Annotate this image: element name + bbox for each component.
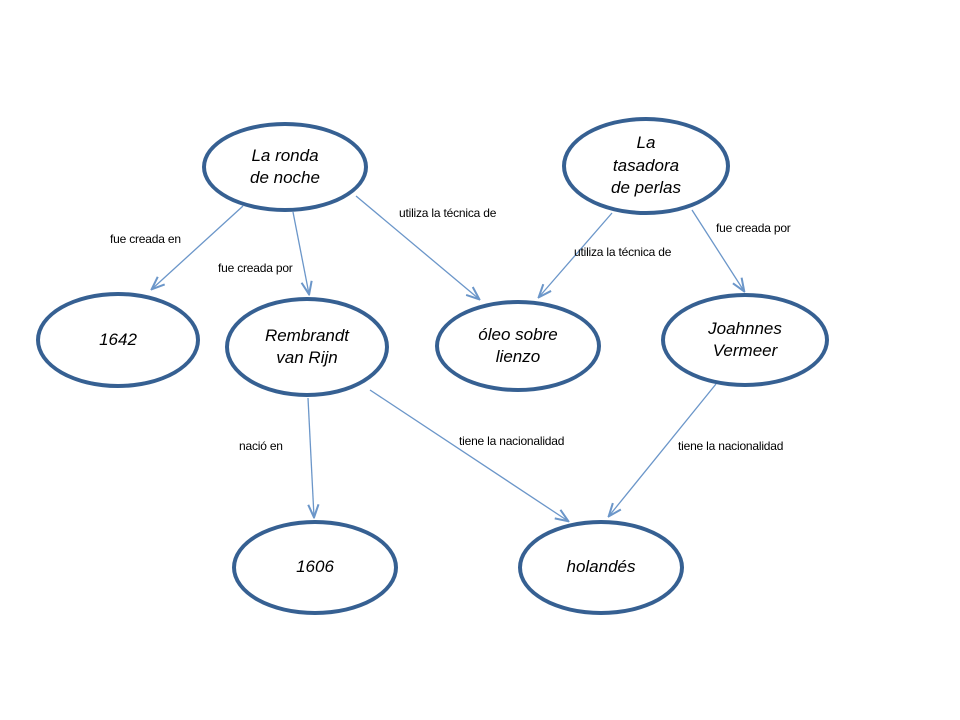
node-1606: 1606: [232, 520, 398, 615]
node-label-line: tasadora: [612, 155, 680, 175]
node-label-line: Rembrandt: [264, 325, 350, 345]
node-label-line: 1606: [296, 557, 334, 577]
node-oleo-sobre-lienzo: óleo sobre lienzo: [435, 300, 601, 392]
edge-ronda-to-1642: [152, 205, 244, 289]
edge-label-nacionalidad-vermeer: tiene la nacionalidad: [678, 439, 784, 453]
node-label-line: Joahnnes: [708, 318, 782, 338]
edge-label-nacio-en: nació en: [239, 439, 283, 453]
node-label-line: de perlas: [611, 178, 681, 198]
node-rembrandt-van-rijn: Rembrandt van Rijn: [225, 297, 389, 397]
edge-rembrandt-to-1606: [308, 397, 314, 517]
node-label-line: La: [636, 133, 656, 153]
node-la-tasadora-de-perlas: La tasadora de perlas: [562, 117, 730, 215]
node-joahnnes-vermeer: Joahnnes Vermeer: [661, 293, 829, 387]
edge-label-fue-creada-por-rembrandt: fue creada por: [218, 261, 293, 275]
node-label-line: 1642: [99, 329, 137, 349]
edge-label-nacionalidad-rembrandt: tiene la nacionalidad: [459, 434, 565, 448]
node-label-line: van Rijn: [276, 348, 338, 367]
node-label-line: La ronda: [251, 145, 319, 165]
edge-rembrandt-to-holandes: [369, 389, 568, 521]
node-1642: 1642: [36, 292, 200, 388]
node-label-line: Vermeer: [712, 341, 778, 360]
node-label-line: de noche: [250, 168, 320, 187]
edge-label-fue-creada-en: fue creada en: [110, 232, 181, 246]
node-label-line: lienzo: [495, 347, 541, 366]
edge-label-utiliza-tecnica-tasadora: utiliza la técnica de: [574, 245, 672, 259]
edge-tasadora-to-vermeer: [691, 209, 744, 291]
node-la-ronda-de-noche: La ronda de noche: [202, 122, 368, 212]
edge-label-fue-creada-por-vermeer: fue creada por: [716, 221, 791, 235]
edge-vermeer-to-holandes: [609, 383, 717, 516]
edge-label-utiliza-tecnica-ronda: utiliza la técnica de: [399, 206, 497, 220]
node-holandes: holandés: [518, 520, 684, 615]
node-label-line: óleo sobre: [478, 324, 558, 344]
edge-tasadora-to-oleo: [539, 212, 613, 297]
edge-ronda-to-oleo: [355, 195, 479, 299]
edge-ronda-to-rembrandt: [292, 211, 309, 294]
node-label-line: holandés: [566, 557, 636, 577]
